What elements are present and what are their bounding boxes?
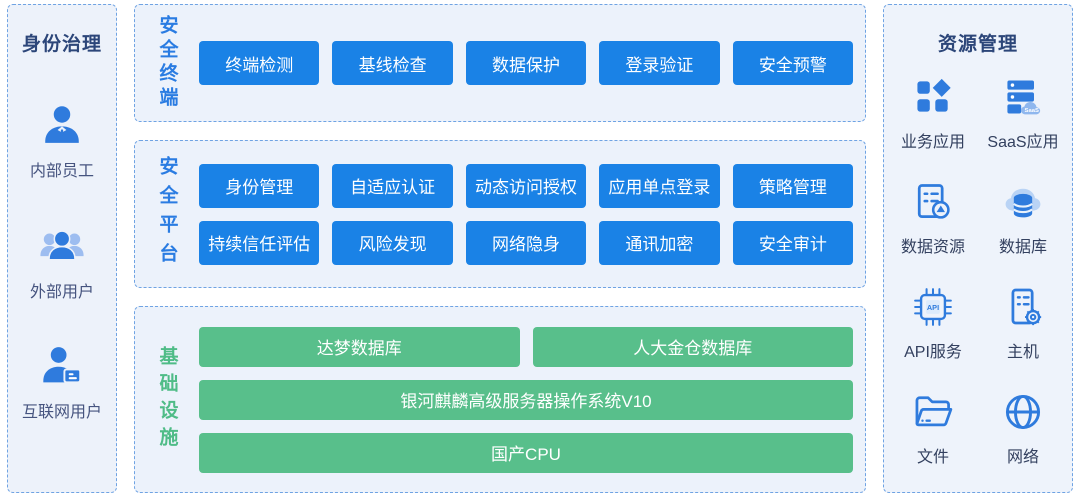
section-secure-terminal: 安全终端 终端检测 基线检查 数据保护 登录验证 安全预警 — [134, 4, 866, 122]
business-apps-icon — [910, 74, 956, 120]
user-external: 外部用户 — [30, 223, 94, 302]
user-internet-label: 互联网用户 — [21, 404, 102, 422]
files-icon — [910, 389, 956, 435]
infrastructure-title: 基础设施 — [156, 345, 178, 454]
infrastructure-row-2: 银河麒麟高级服务器操作系统V10 — [199, 379, 853, 420]
resource-database: 数据库 — [999, 179, 1047, 257]
resource-business-apps: 业务应用 — [901, 74, 965, 152]
user-internet: 互联网用户 — [22, 343, 102, 422]
security-platform-row-1: 身份管理 自适应认证 动态访问授权 应用单点登录 策略管理 — [199, 163, 854, 208]
security-platform-title: 安全平台 — [156, 156, 178, 272]
internet-user-icon — [39, 343, 85, 389]
api-icon-text: API — [927, 302, 939, 311]
infrastructure-body: 达梦数据库 人大金仓数据库 银河麒麟高级服务器操作系统V10 国产CPU — [199, 307, 865, 492]
resource-data-source: 数据资源 — [901, 179, 965, 257]
network-icon — [1000, 389, 1046, 435]
secure-terminal-row: 终端检测 基线检查 数据保护 登录验证 安全预警 — [199, 41, 854, 85]
resource-management-title: 资源管理 — [937, 34, 1018, 55]
saas-icon-text: SaaS — [1025, 107, 1039, 113]
btn-app-single-sign-on: 应用单点登录 — [599, 163, 720, 208]
middle-sections: 安全终端 终端检测 基线检查 数据保护 登录验证 安全预警 安全平台 身份管理 … — [134, 4, 866, 493]
resource-host: 主机 — [1000, 284, 1046, 362]
database-icon — [1000, 179, 1046, 225]
resource-files-label: 文件 — [916, 448, 949, 466]
btn-baseline-check: 基线检查 — [332, 41, 453, 85]
btn-endpoint-detection: 终端检测 — [199, 41, 320, 85]
resource-api-service-label: API服务 — [904, 343, 962, 361]
btn-communication-encryption: 通讯加密 — [599, 220, 720, 265]
btn-identity-management: 身份管理 — [199, 163, 320, 208]
btn-domestic-cpu: 国产CPU — [199, 432, 853, 473]
btn-continuous-trust-evaluation: 持续信任评估 — [199, 220, 320, 265]
btn-kylin-os: 银河麒麟高级服务器操作系统V10 — [199, 379, 853, 420]
infrastructure-row-3: 国产CPU — [199, 432, 853, 473]
user-internal-employee: 内部员工 — [30, 102, 94, 181]
resource-management-panel: 资源管理 业务应用 — [883, 4, 1073, 493]
resource-api-service: API API服务 — [904, 284, 962, 362]
btn-kingbase-database: 人大金仓数据库 — [532, 326, 853, 367]
security-platform-body: 身份管理 自适应认证 动态访问授权 应用单点登录 策略管理 持续信任评估 风险发… — [199, 141, 865, 287]
saas-apps-icon: SaaS — [1000, 74, 1046, 120]
resource-saas-apps-label: SaaS应用 — [987, 133, 1059, 151]
resource-files: 文件 — [910, 389, 956, 467]
btn-security-audit: 安全审计 — [732, 220, 854, 265]
resource-saas-apps: SaaS SaaS应用 — [987, 74, 1059, 152]
resource-database-label: 数据库 — [998, 238, 1047, 256]
btn-network-stealth: 网络隐身 — [465, 220, 587, 265]
btn-security-alert: 安全预警 — [732, 41, 854, 85]
btn-data-protection: 数据保护 — [465, 41, 587, 85]
btn-policy-management: 策略管理 — [732, 163, 854, 208]
section-infrastructure: 基础设施 达梦数据库 人大金仓数据库 银河麒麟高级服务器操作系统V10 国产CP… — [134, 306, 866, 493]
resource-network-label: 网络 — [1006, 448, 1039, 466]
resource-data-source-label: 数据资源 — [900, 238, 965, 256]
security-platform-row-2: 持续信任评估 风险发现 网络隐身 通讯加密 安全审计 — [199, 220, 854, 265]
secure-terminal-title: 安全终端 — [156, 15, 178, 111]
btn-dynamic-access-authorization: 动态访问授权 — [465, 163, 587, 208]
resource-network: 网络 — [1000, 389, 1046, 467]
section-security-platform: 安全平台 身份管理 自适应认证 动态访问授权 应用单点登录 策略管理 持续信任评… — [134, 140, 866, 288]
btn-adaptive-authentication: 自适应认证 — [332, 163, 453, 208]
identity-user-list: 内部员工 — [8, 56, 116, 492]
btn-login-verification: 登录验证 — [599, 41, 720, 85]
resource-grid: 业务应用 SaaS — [884, 56, 1072, 492]
btn-risk-discovery: 风险发现 — [332, 220, 453, 265]
btn-dameng-database: 达梦数据库 — [199, 326, 520, 367]
secure-terminal-body: 终端检测 基线检查 数据保护 登录验证 安全预警 — [199, 5, 865, 121]
internal-employee-icon — [39, 102, 85, 148]
host-icon — [1000, 284, 1046, 330]
api-service-icon: API — [910, 284, 956, 330]
user-external-label: 外部用户 — [29, 283, 94, 301]
user-internal-employee-label: 内部员工 — [29, 162, 94, 180]
identity-governance-title: 身份治理 — [21, 34, 102, 55]
infrastructure-row-1: 达梦数据库 人大金仓数据库 — [199, 326, 853, 367]
resource-business-apps-label: 业务应用 — [900, 133, 965, 151]
external-users-icon — [39, 223, 85, 269]
identity-governance-panel: 身份治理 内部员工 — [7, 4, 117, 493]
resource-host-label: 主机 — [1006, 343, 1039, 361]
data-resource-icon — [910, 179, 956, 225]
